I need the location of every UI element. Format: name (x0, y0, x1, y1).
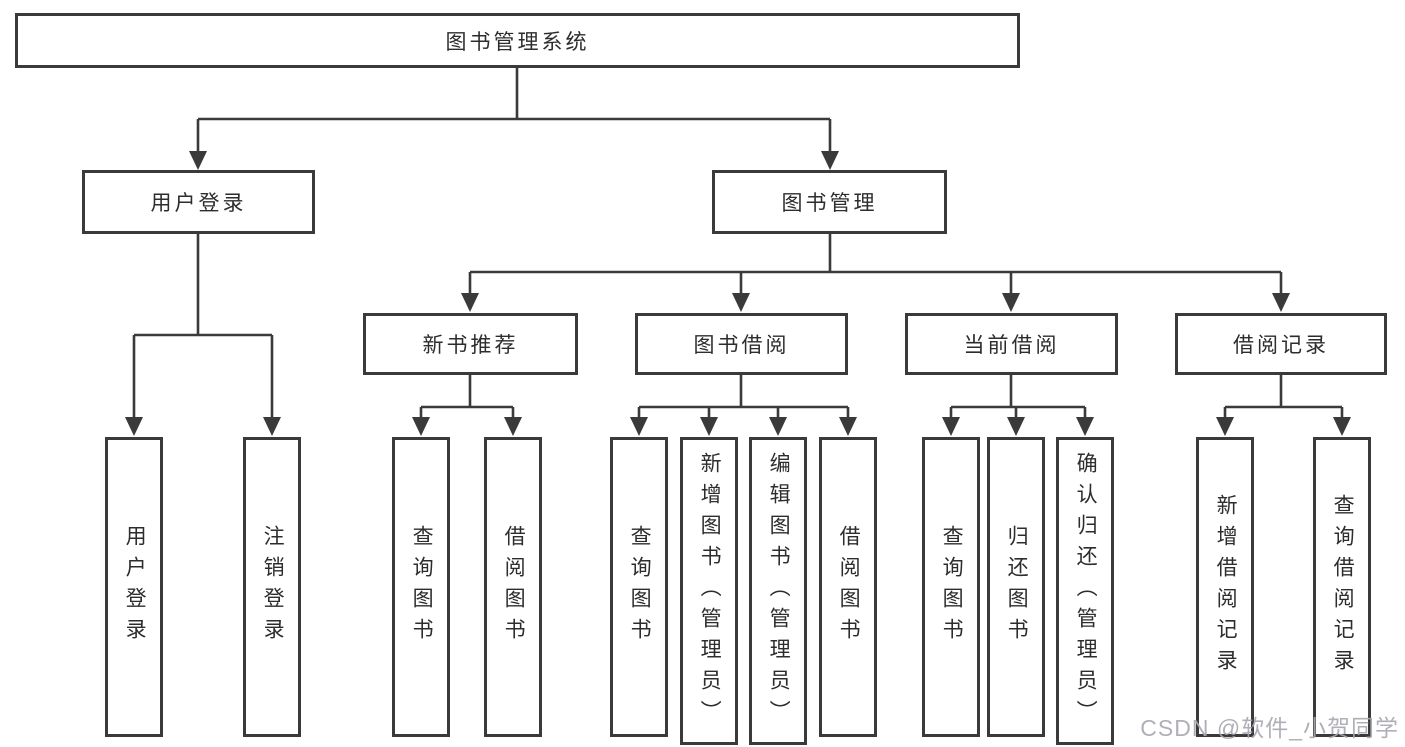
node-label: 查询图书 (628, 525, 652, 649)
node-label: 注销登录 (261, 525, 285, 649)
node-label: 借阅图书 (837, 525, 861, 649)
leaf-borrow-books-recommend: 借阅图书 (484, 437, 542, 737)
leaf-return-books: 归还图书 (987, 437, 1045, 737)
node-label: 查询图书 (940, 525, 964, 649)
leaf-query-books-borrow: 查询图书 (610, 437, 668, 737)
csdn-watermark: CSDN @软件_小贺同学 (1140, 715, 1399, 741)
node-label: 图书借阅 (693, 334, 790, 357)
leaf-query-books-current: 查询图书 (922, 437, 980, 737)
leaf-query-books-recommend: 查询图书 (392, 437, 450, 737)
node-root-library-system: 图书管理系统 (15, 13, 1020, 68)
node-label: 当前借阅 (963, 334, 1060, 357)
node-label: 确认归还（管理员） (1074, 451, 1098, 731)
connector-shafts (132, 68, 1344, 420)
node-label: 借阅记录 (1233, 334, 1329, 357)
node-label: 查询图书 (410, 525, 434, 649)
node-user-login: 用户登录 (82, 170, 315, 234)
node-book-borrow: 图书借阅 (635, 313, 848, 375)
node-label: 借阅图书 (502, 525, 526, 649)
leaf-logout-login: 注销登录 (243, 437, 301, 737)
leaf-add-books-admin: 新增图书（管理员） (680, 437, 738, 745)
node-current-borrow: 当前借阅 (905, 313, 1118, 375)
leaf-query-borrow-record: 查询借阅记录 (1313, 437, 1371, 737)
node-label: 归还图书 (1005, 525, 1029, 649)
node-label: 用户登录 (150, 192, 247, 215)
node-new-book-recommend: 新书推荐 (363, 313, 578, 375)
node-label: 查询借阅记录 (1331, 494, 1355, 680)
arrowhead-icons (125, 151, 1351, 436)
node-label: 新书推荐 (422, 334, 519, 357)
leaf-borrow-books-borrow: 借阅图书 (819, 437, 877, 737)
node-label: 新增图书（管理员） (698, 451, 722, 731)
node-label: 图书管理 (781, 192, 878, 215)
leaf-edit-books-admin: 编辑图书（管理员） (749, 437, 807, 745)
node-label: 用户登录 (123, 525, 147, 649)
node-borrow-records: 借阅记录 (1175, 313, 1387, 375)
leaf-user-login: 用户登录 (105, 437, 163, 737)
leaf-add-borrow-record: 新增借阅记录 (1196, 437, 1254, 737)
node-label: 图书管理系统 (445, 30, 590, 54)
node-label: 编辑图书（管理员） (767, 451, 791, 731)
leaf-confirm-return-admin: 确认归还（管理员） (1056, 437, 1114, 745)
node-label: 新增借阅记录 (1214, 494, 1238, 680)
node-book-management: 图书管理 (712, 170, 947, 234)
